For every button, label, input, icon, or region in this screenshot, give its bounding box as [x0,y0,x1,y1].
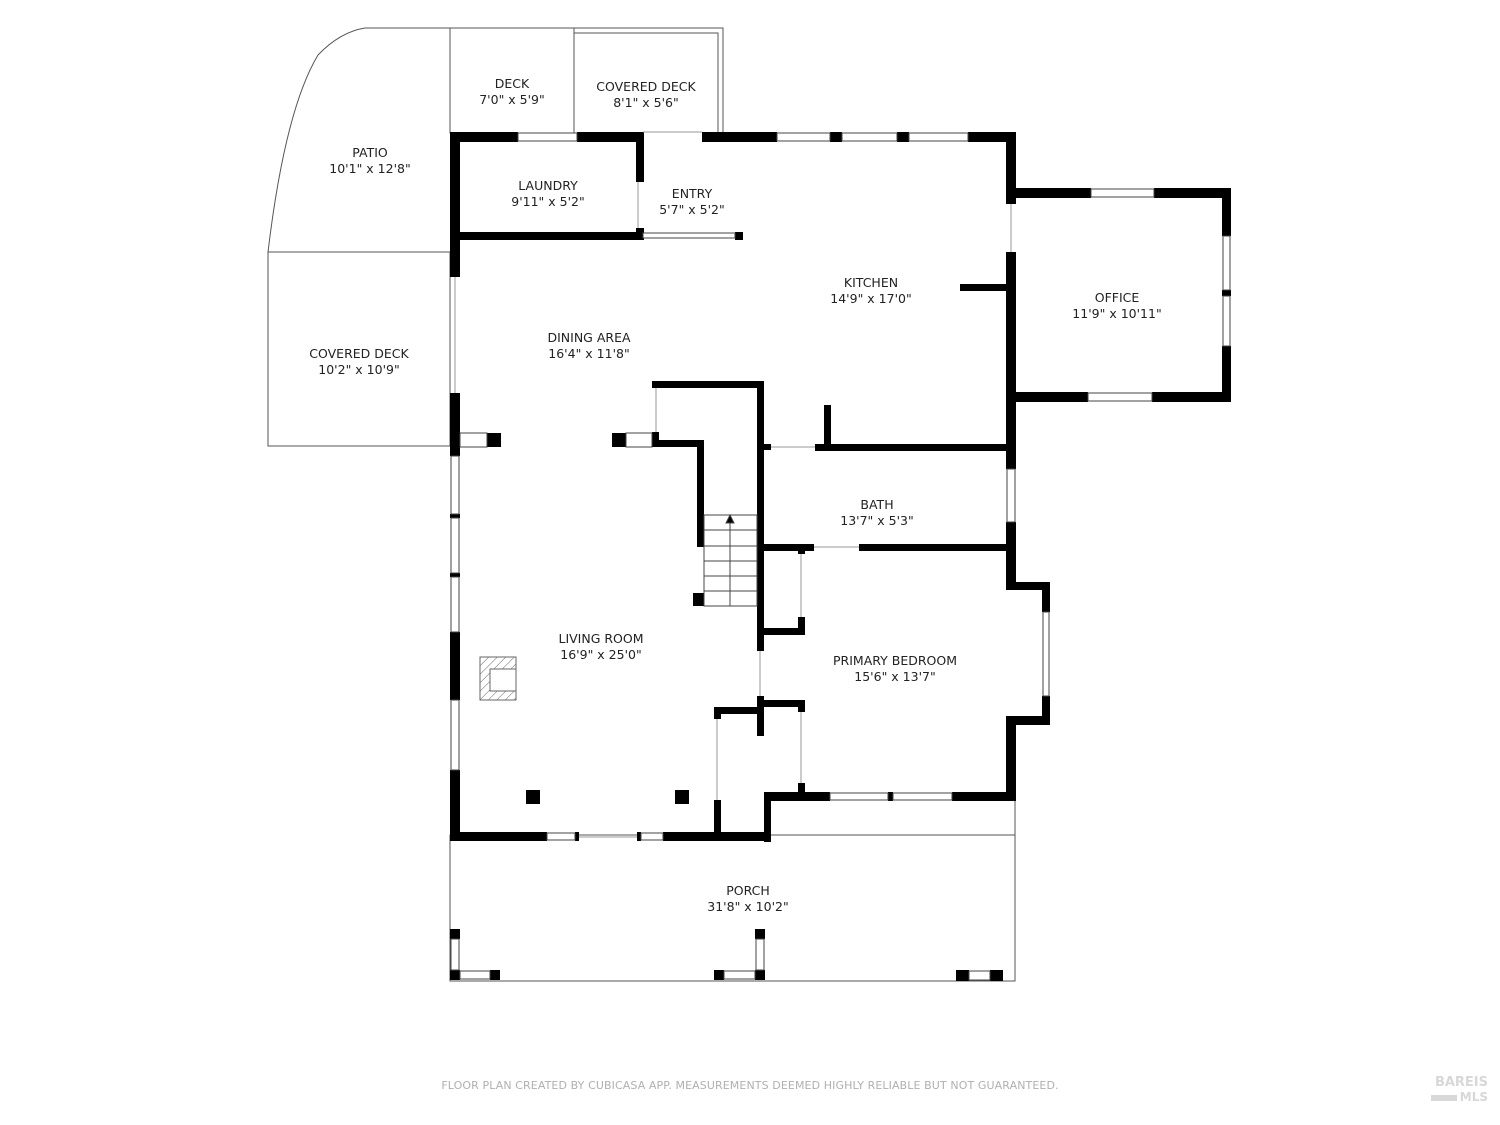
logo-line1: BAREIS [1434,1075,1488,1090]
room-name: BATH [860,497,894,512]
windows [450,132,1231,981]
room-label-dining-area: DINING AREA 16'4" x 11'8" [547,330,630,362]
room-name: KITCHEN [843,275,899,290]
fireplace-icon [479,656,517,701]
room-label-office: OFFICE 11'9" x 10'11" [1072,290,1161,322]
room-label-covered-deck-top: COVERED DECK 8'1" x 5'6" [596,79,695,111]
logo-bar [1430,1094,1457,1101]
room-dims: 31'8" x 10'2" [707,899,789,914]
room-dims: 16'4" x 11'8" [548,346,630,361]
logo-line2: MLS [1459,1090,1488,1104]
room-dims: 9'11" x 5'2" [511,194,585,209]
room-dims: 14'9" x 17'0" [830,291,912,306]
room-dims: 10'2" x 10'9" [318,362,400,377]
room-label-bath: BATH 13'7" x 5'3" [840,497,913,529]
room-name: DECK [494,76,530,91]
room-label-covered-deck-left: COVERED DECK 10'2" x 10'9" [309,346,408,378]
room-dims: 5'7" x 5'2" [659,202,725,217]
room-dims: 15'6" x 13'7" [854,669,936,684]
room-dims: 13'7" x 5'3" [840,513,914,528]
disclaimer-text: FLOOR PLAN CREATED BY CUBICASA APP. MEAS… [441,1079,1059,1092]
room-dims: 11'9" x 10'11" [1072,306,1162,321]
room-label-entry: ENTRY 5'7" x 5'2" [659,186,725,218]
openings [454,131,1012,838]
room-label-patio: PATIO 10'1" x 12'8" [329,145,410,177]
room-label-porch: PORCH 31'8" x 10'2" [707,883,788,915]
room-label-kitchen: KITCHEN 14'9" x 17'0" [830,275,911,307]
room-dims: 7'0" x 5'9" [479,92,545,107]
room-name: DINING AREA [547,330,631,345]
room-label-primary-bedroom: PRIMARY BEDROOM 15'6" x 13'7" [833,653,957,685]
room-label-deck: DECK 7'0" x 5'9" [479,76,545,108]
stairs [703,513,758,607]
room-name: COVERED DECK [596,79,696,94]
room-name: COVERED DECK [309,346,409,361]
room-name: ENTRY [671,186,713,201]
room-dims: 16'9" x 25'0" [560,647,642,662]
room-label-laundry: LAUNDRY 9'11" x 5'2" [511,178,584,210]
walls [450,132,1231,981]
room-label-living-room: LIVING ROOM 16'9" x 25'0" [558,631,643,663]
room-name: PRIMARY BEDROOM [833,653,957,668]
room-name: LIVING ROOM [558,631,644,646]
room-name: OFFICE [1094,290,1140,305]
room-dims: 8'1" x 5'6" [613,95,679,110]
room-name: LAUNDRY [518,178,578,193]
room-name: PATIO [352,145,388,160]
room-dims: 10'1" x 12'8" [329,161,411,176]
mls-logo: BAREIS MLS [1418,1076,1488,1104]
room-name: PORCH [726,883,770,898]
